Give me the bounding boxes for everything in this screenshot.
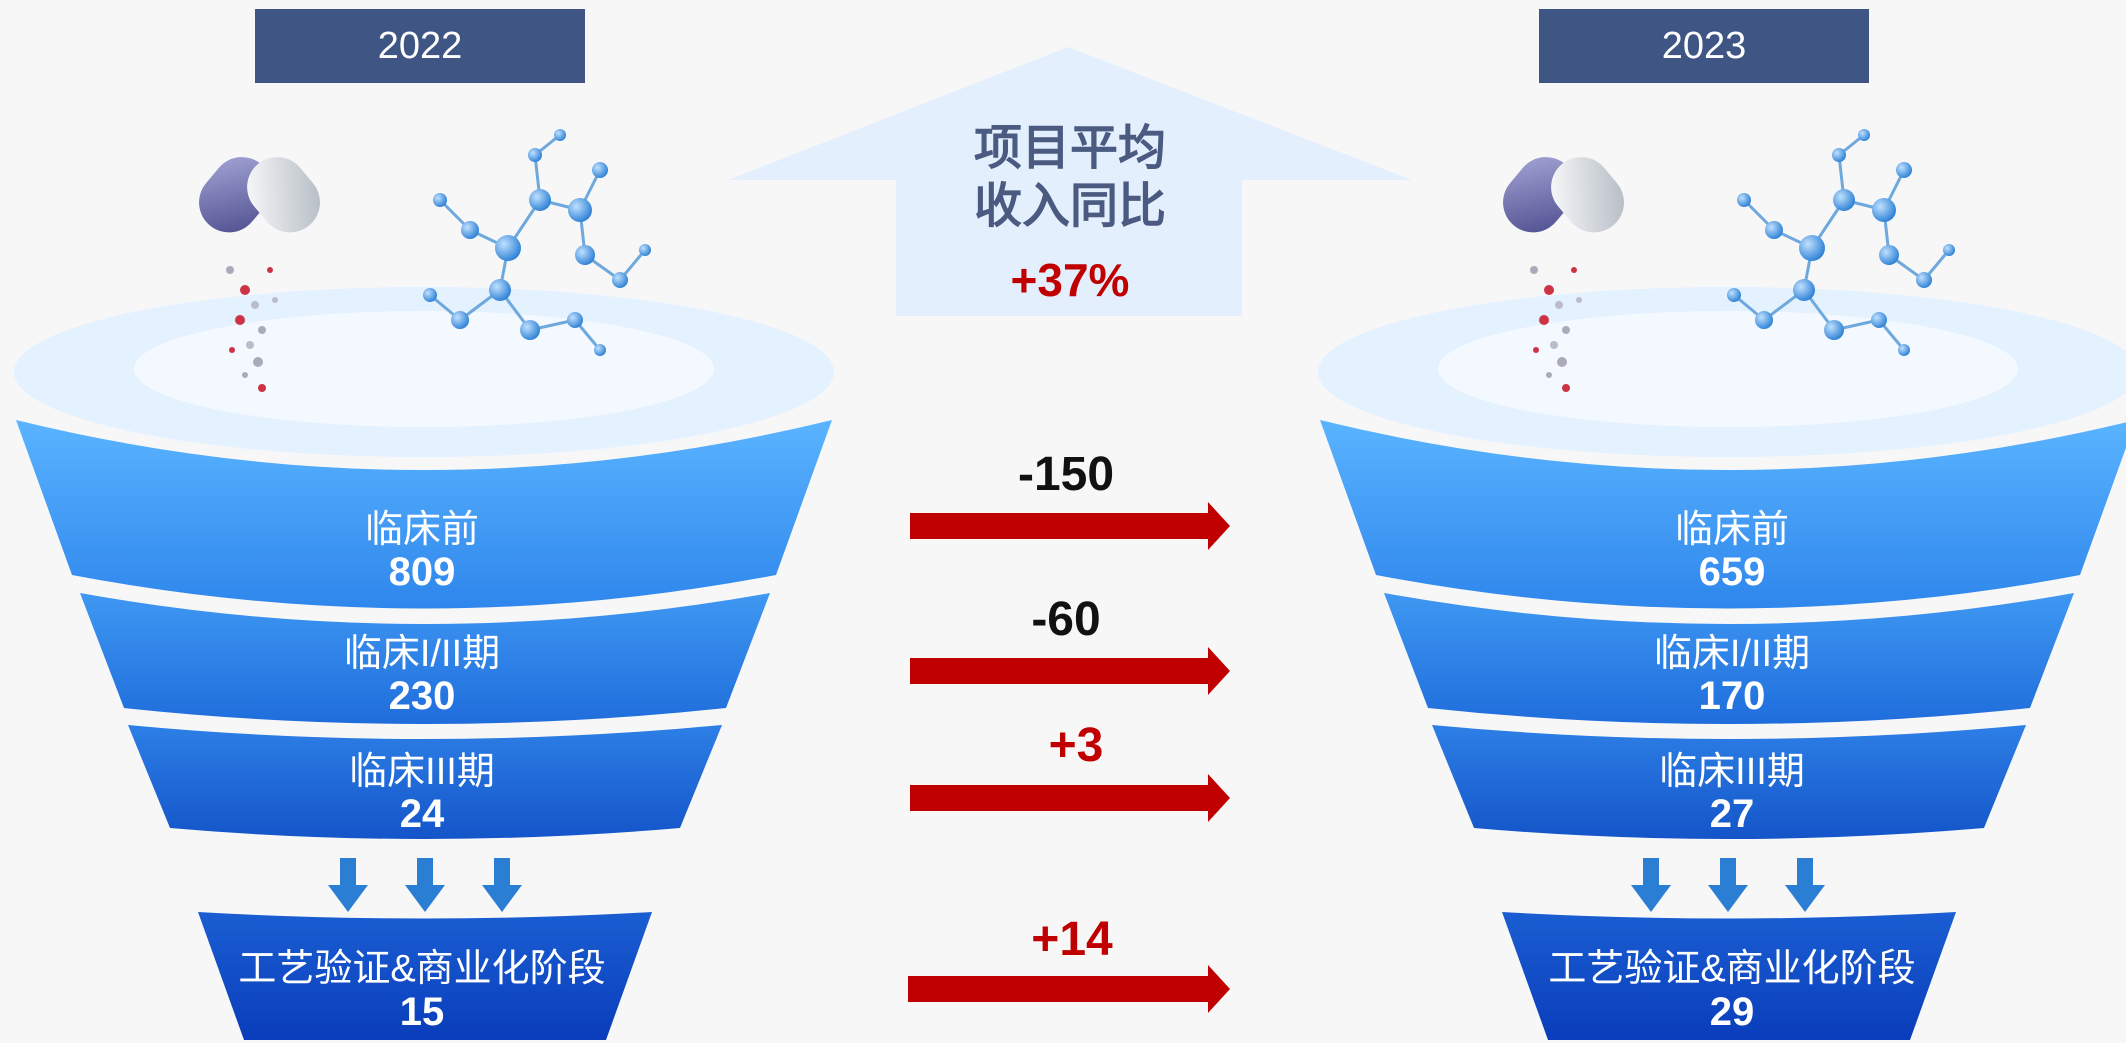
funnel-stage-value: 27	[1709, 792, 1755, 836]
funnel-bottom-value: 29	[1709, 990, 1755, 1034]
center-up-arrow	[728, 47, 1412, 316]
funnel-stage-value: 659	[1698, 550, 1766, 594]
funnel-stage-value: 170	[1698, 674, 1766, 718]
down-arrows	[1631, 858, 1825, 912]
funnel-stage-label: 临床前	[364, 509, 479, 551]
arrow-right-icon	[910, 502, 1230, 550]
arrow-right-icon	[910, 647, 1230, 695]
particles-icon	[226, 266, 278, 392]
funnel-2022	[14, 287, 834, 1040]
funnel-stage-2	[1384, 593, 2074, 724]
year-label: 2022	[255, 9, 585, 83]
funnel-stage-label: 临床I/II期	[1653, 633, 1811, 675]
funnel-rim-inner	[134, 311, 714, 427]
arrow-right-icon	[908, 965, 1230, 1013]
capsule-icon	[1551, 157, 1624, 233]
molecule-icon	[1727, 129, 1955, 356]
funnel-bottom-stage	[1502, 912, 1956, 1040]
funnel-bottom-label: 工艺验证&商业化阶段	[238, 948, 606, 990]
center-title: 项目平均 收入同比	[890, 120, 1250, 236]
funnel-stage-value: 24	[399, 792, 445, 836]
arrow-right-icon	[910, 774, 1230, 822]
funnel-stage-label: 临床前	[1674, 509, 1789, 551]
center-title-line1: 项目平均	[973, 122, 1166, 175]
funnel-stage-label: 临床III期	[1659, 751, 1805, 793]
funnel-stage-1	[1320, 420, 2126, 609]
funnel-bottom-stage	[198, 912, 652, 1040]
funnel-stage-3	[1432, 725, 2026, 839]
funnel-stage-3	[128, 725, 722, 839]
change-value: -60	[1031, 593, 1101, 646]
funnel-bottom-value: 15	[399, 990, 445, 1034]
capsule-icon	[247, 157, 320, 233]
funnel-stage-1	[16, 420, 832, 609]
funnel-rim-inner	[1438, 311, 2018, 427]
funnel-stage-value: 809	[388, 550, 456, 594]
change-arrows	[908, 502, 1230, 1013]
center-title-line2: 收入同比	[973, 180, 1166, 233]
center-growth-value: +37%	[1010, 254, 1130, 306]
molecule-icon	[423, 129, 651, 356]
funnel-2023	[1318, 287, 2126, 1040]
funnel-stage-label: 临床I/II期	[343, 633, 501, 675]
funnel-stage-2	[80, 593, 770, 724]
funnel-bottom-label: 工艺验证&商业化阶段	[1548, 948, 1916, 990]
year-label: 2023	[1539, 9, 1869, 83]
change-value: -150	[1017, 448, 1115, 501]
change-value: +14	[1031, 913, 1113, 966]
particles-icon	[1530, 266, 1582, 392]
down-arrows	[328, 858, 522, 912]
change-value: +3	[1048, 719, 1104, 772]
funnel-stage-label: 临床III期	[349, 751, 495, 793]
funnel-stage-value: 230	[388, 674, 456, 718]
